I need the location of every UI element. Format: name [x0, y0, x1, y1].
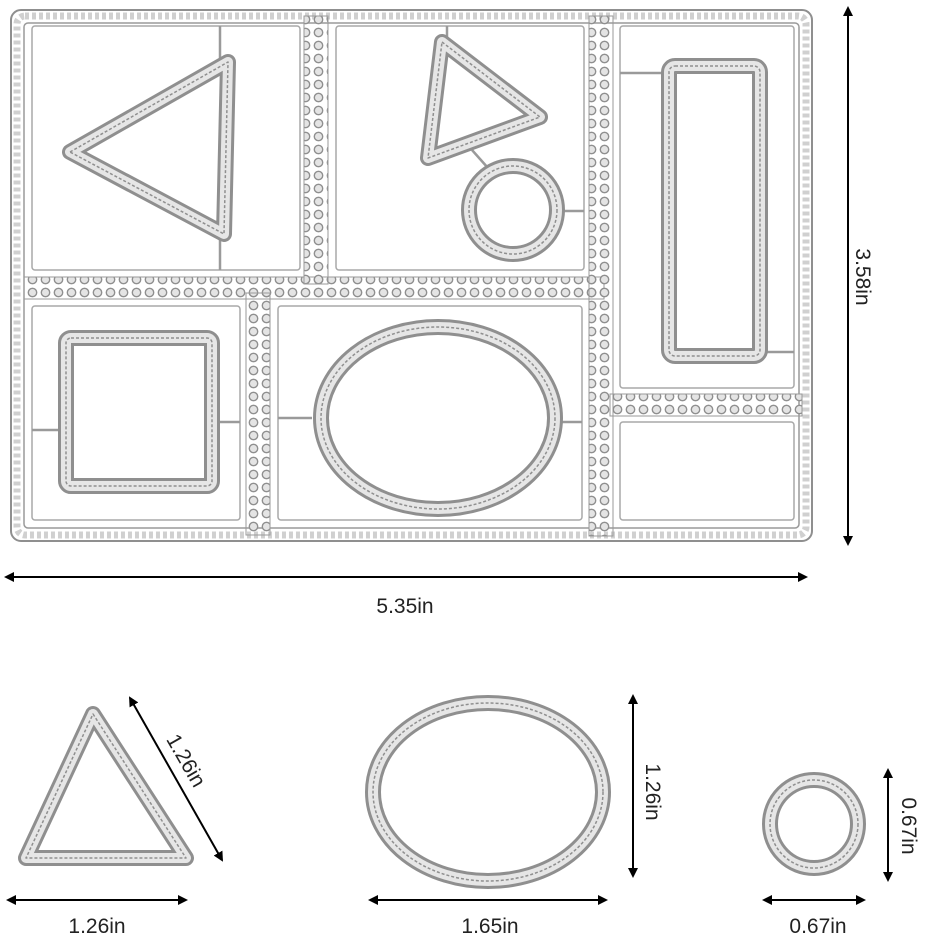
sheet-height-label: 3.58in [851, 248, 874, 305]
sheet-triangle-large [62, 54, 236, 242]
dotted-bar-vertical-left [303, 15, 329, 285]
sheet-width-label: 5.35in [376, 595, 433, 618]
sheet-triangle-small [420, 34, 548, 166]
sheet-circle [461, 158, 565, 262]
dotted-bar-vertical-lower [245, 292, 271, 536]
sheet-rectangle-tall [661, 58, 768, 364]
circle-height-label: 0.67in [897, 797, 920, 854]
loose-circle [762, 772, 866, 876]
triangle-base-label: 1.26in [68, 915, 125, 938]
loose-triangle [18, 706, 194, 866]
die-sheet [10, 9, 813, 542]
triangle-side-arrow [129, 696, 223, 862]
dotted-bar-horizontal-right [609, 393, 803, 417]
loose-oval [365, 695, 611, 889]
oval-height-label: 1.26in [641, 763, 664, 820]
dotted-bar-vertical-center [588, 15, 614, 537]
circle-width-label: 0.67in [789, 915, 846, 938]
sheet-oval [313, 319, 563, 517]
sheet-square [58, 330, 220, 494]
oval-width-label: 1.65in [461, 915, 518, 938]
triangle-side-label: 1.26in [161, 730, 210, 791]
